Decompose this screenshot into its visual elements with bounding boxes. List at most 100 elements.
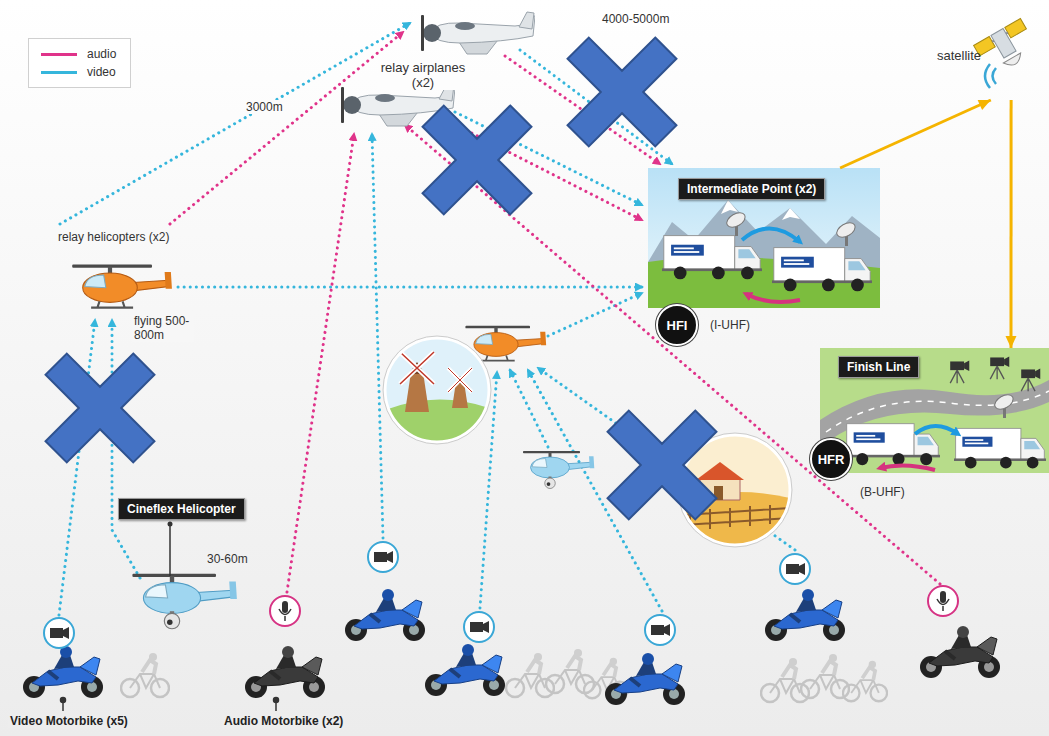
cyclist bbox=[546, 649, 594, 693]
video-motorbike bbox=[464, 612, 494, 642]
video-link bbox=[60, 23, 410, 224]
video-link bbox=[548, 293, 642, 336]
windmill-scene bbox=[383, 336, 491, 444]
title-label: Intermediate Point (x2) bbox=[678, 178, 825, 200]
scene-panel: Intermediate Point (x2)HFI bbox=[648, 168, 880, 308]
intermediate-point-scene bbox=[746, 294, 800, 302]
legend-box: audiovideo bbox=[28, 38, 131, 88]
caption-label: Audio Motorbike (x2) bbox=[222, 714, 345, 728]
video-motorbike bbox=[425, 644, 505, 696]
connector-line bbox=[840, 100, 991, 168]
finish-line-scene bbox=[1021, 369, 1040, 392]
cyclist bbox=[506, 653, 554, 697]
finish-line-scene bbox=[950, 361, 969, 384]
finish-line-scene bbox=[820, 348, 1049, 473]
video-link bbox=[178, 286, 642, 289]
video-motorbike bbox=[780, 554, 810, 584]
video-motorbike bbox=[23, 646, 103, 698]
cyclist bbox=[761, 658, 809, 702]
windmill-scene bbox=[385, 338, 489, 442]
windmill-scene bbox=[385, 338, 489, 442]
finish-line-scene bbox=[880, 465, 935, 470]
finish-line-scene bbox=[820, 348, 1049, 473]
windmill-scene bbox=[400, 352, 434, 384]
satellite-icon bbox=[1003, 53, 1024, 69]
finish-line-scene bbox=[820, 348, 1049, 473]
relay-helicopter bbox=[72, 265, 172, 308]
title-label: Cineflex Helicopter bbox=[118, 498, 245, 520]
windmill-scene bbox=[448, 368, 472, 392]
intermediate-point-scene bbox=[648, 168, 880, 308]
satellite-icon bbox=[974, 19, 1039, 78]
station-circle: HFI bbox=[656, 304, 698, 346]
legend-row: audio bbox=[41, 45, 116, 63]
annotation-text: relay helicopters (x2) bbox=[56, 230, 171, 244]
relay-helicopter bbox=[72, 265, 546, 361]
finish-line-scene bbox=[992, 392, 1015, 412]
cyclist bbox=[843, 661, 887, 701]
video-link bbox=[372, 134, 383, 538]
finish-line-scene bbox=[990, 357, 1009, 380]
scene-panel: Finish LineHFR bbox=[820, 348, 1049, 473]
uplink-connector bbox=[840, 100, 991, 168]
audio-link bbox=[170, 32, 403, 224]
intermediate-point-scene bbox=[782, 208, 800, 220]
video-motorbike bbox=[44, 618, 74, 648]
label-pin bbox=[274, 698, 279, 703]
finish-line-scene bbox=[954, 428, 1046, 468]
windmill-scene bbox=[400, 352, 434, 384]
satellite-node: satellite bbox=[985, 30, 1043, 100]
label-pin bbox=[61, 698, 279, 712]
camera-helicopter bbox=[168, 522, 173, 527]
annotation-text: flying 500-800m bbox=[132, 314, 194, 342]
cross-mark bbox=[534, 4, 709, 179]
intermediate-point-scene bbox=[648, 200, 880, 308]
camera-helicopter bbox=[132, 451, 594, 629]
windmill-scene bbox=[383, 336, 491, 444]
windmill-scene bbox=[385, 399, 489, 442]
annotation-text: relay airplanes (x2) bbox=[378, 60, 468, 90]
video-motorbike bbox=[765, 589, 845, 641]
station-code: HFI bbox=[667, 318, 688, 333]
annotation-text: (I-UHF) bbox=[708, 318, 752, 332]
cyclist bbox=[121, 649, 887, 702]
arrow-head bbox=[1005, 336, 1016, 348]
annotation-text: 3000m bbox=[244, 100, 285, 114]
video-link bbox=[59, 23, 795, 615]
title-label: Finish Line bbox=[838, 356, 919, 378]
relay-airplane bbox=[421, 12, 535, 54]
audio-link bbox=[287, 134, 354, 592]
intermediate-point-scene bbox=[724, 210, 747, 230]
uplink-connector bbox=[1005, 100, 1016, 348]
video-motorbike bbox=[345, 589, 425, 641]
satellite-icon bbox=[991, 29, 1016, 59]
annotation-text: (B-UHF) bbox=[858, 485, 907, 499]
windmill-scene bbox=[385, 338, 489, 442]
audio-motorbike bbox=[928, 586, 958, 616]
caption-label: Video Motorbike (x5) bbox=[8, 714, 130, 728]
connector-line bbox=[1009, 100, 1012, 348]
video-motorbike bbox=[605, 653, 685, 705]
video-link bbox=[510, 370, 548, 447]
audio-motorbike bbox=[245, 646, 325, 698]
intermediate-point-scene bbox=[648, 168, 880, 308]
camera-helicopter bbox=[169, 522, 171, 576]
legend-swatch bbox=[41, 53, 77, 56]
finish-line-scene bbox=[915, 426, 958, 434]
intermediate-point-scene bbox=[662, 236, 762, 280]
cross-mark bbox=[12, 4, 749, 552]
cyclist bbox=[801, 654, 849, 698]
annotation-text: 4000-5000m bbox=[600, 12, 671, 26]
audio-motorbike bbox=[245, 586, 1000, 698]
satellite-icon bbox=[985, 64, 996, 88]
legend-text: audio bbox=[87, 47, 116, 61]
audio-motorbike bbox=[920, 626, 1000, 678]
farm-scene bbox=[696, 462, 744, 480]
windmill-scene bbox=[448, 368, 472, 392]
label-box: Cineflex Helicopter bbox=[118, 498, 245, 520]
intermediate-point-scene bbox=[742, 228, 800, 242]
intermediate-point-scene bbox=[772, 248, 872, 292]
cross-mark bbox=[574, 377, 749, 552]
video-motorbike bbox=[645, 615, 675, 645]
